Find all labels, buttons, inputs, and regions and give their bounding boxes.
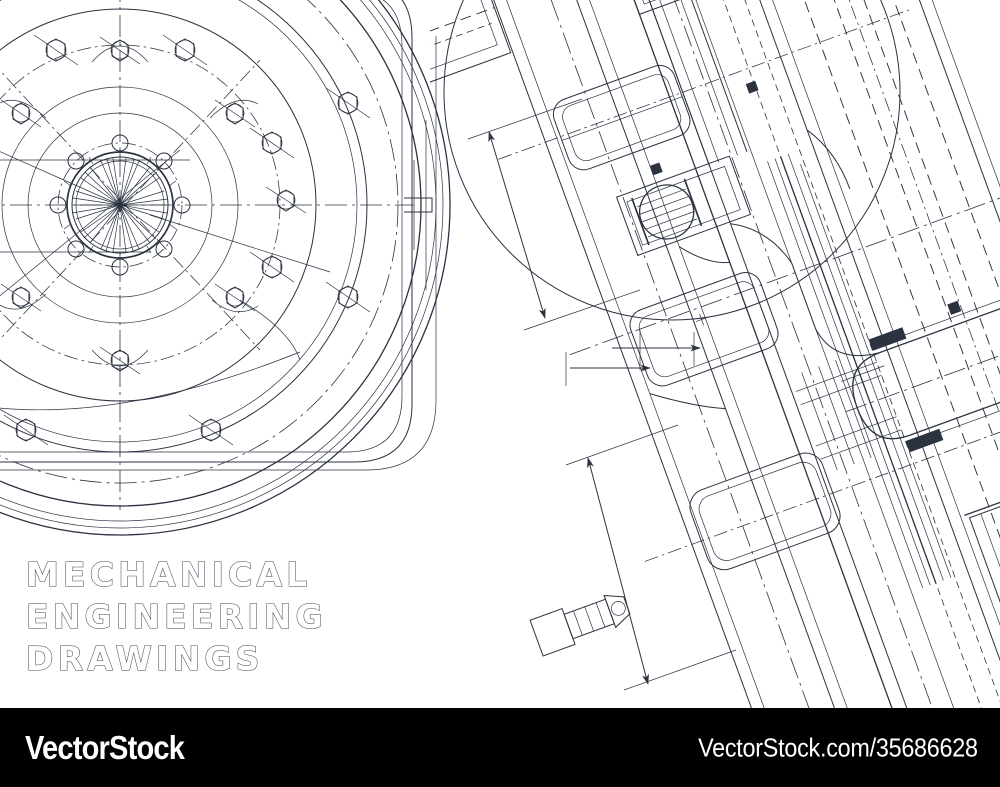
assembly-centerlines	[478, 0, 1000, 708]
bolt-fitting	[529, 594, 631, 657]
lower-rail	[964, 495, 1000, 669]
upper-bracket-block	[552, 64, 691, 171]
bolt-circle-centerlines	[0, 0, 399, 484]
tube-bundle	[767, 153, 952, 589]
tilted-assembly-section	[430, 0, 1000, 708]
footer-bar: VectorStock VectorStock.com/35686628	[0, 708, 1000, 787]
hex-nut	[3, 414, 49, 446]
base-plate	[0, 0, 437, 471]
hub-spline-ticks	[63, 149, 177, 261]
hex-nut	[211, 283, 259, 313]
detail-callout-circle	[443, 0, 901, 321]
dimension-lines	[467, 98, 737, 691]
vertical-shaft	[602, 0, 748, 166]
main-body-rails	[430, 0, 1000, 708]
spline-gear-detail	[615, 155, 752, 257]
hex-nut	[162, 34, 208, 66]
mid-bracket-block	[629, 272, 779, 387]
flange-face-view	[0, 0, 451, 536]
technical-drawing-artboard: .ln { fill:none; stroke:#2b3240; stroke-…	[0, 0, 1000, 708]
hex-nut	[325, 87, 371, 119]
dimension-line-3	[612, 330, 701, 370]
flange-outer-rings	[0, 0, 451, 536]
vectorstock-url-text: VectorStock.com/35686628	[698, 732, 978, 762]
vectorstock-url: VectorStock.com/35686628	[667, 732, 978, 763]
transition-profiles	[649, 129, 880, 410]
upper-left-boss	[430, 0, 512, 101]
hex-nut	[0, 283, 47, 312]
mid-bolt-circle-fasteners	[0, 36, 307, 375]
hex-nut	[265, 186, 307, 214]
dimension-line-1	[467, 98, 641, 331]
vectorstock-logo: VectorStock	[25, 729, 206, 767]
hex-nut	[209, 99, 259, 128]
keyway-markers	[649, 80, 962, 315]
hex-nut	[249, 127, 295, 159]
hex-nut	[249, 251, 295, 283]
dimension-line-2	[565, 424, 737, 691]
lower-bracket-block	[689, 452, 841, 571]
outer-bolt-circle-fasteners	[3, 34, 371, 446]
shaft-stub	[404, 120, 433, 290]
construction-lines	[0, 149, 331, 411]
flange-centerlines	[0, 0, 414, 510]
hex-nut	[0, 99, 47, 128]
hex-nut	[325, 281, 371, 313]
vectorstock-logo-text: VectorStock	[25, 728, 185, 766]
hex-nut	[33, 34, 79, 66]
cylinder-body	[795, 266, 1000, 471]
hex-nut	[188, 414, 234, 446]
hidden-lines-right	[634, 0, 1000, 708]
dimension-line-4	[565, 352, 651, 386]
